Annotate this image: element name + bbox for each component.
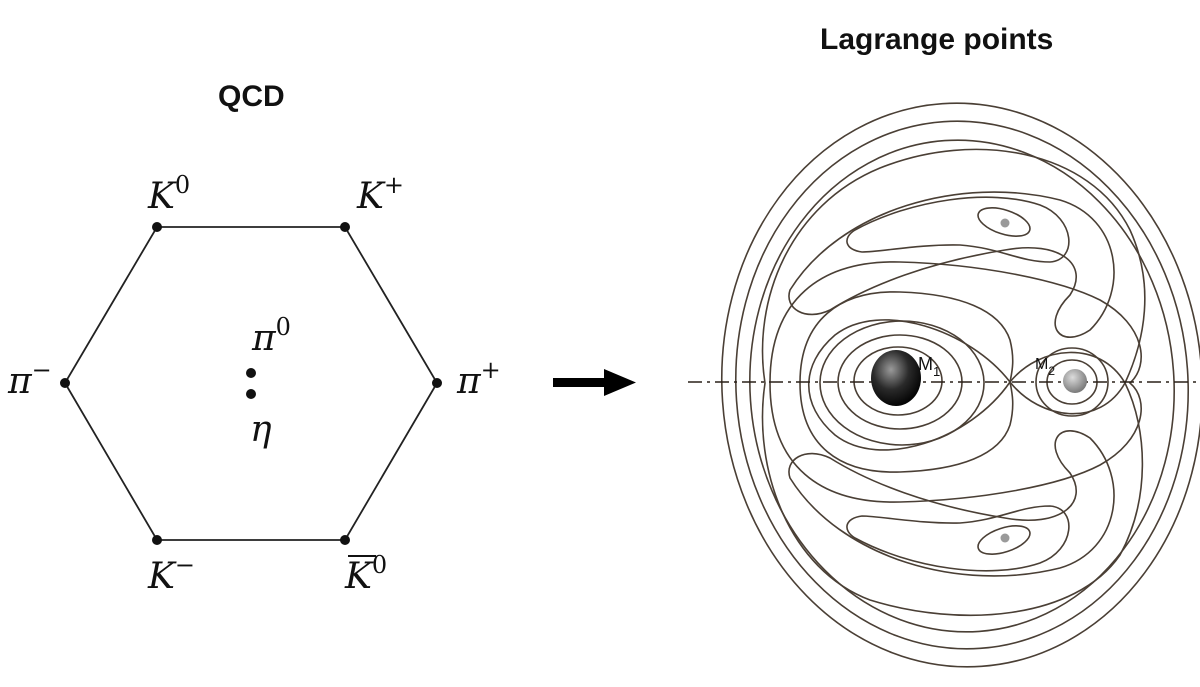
contour-through-l1-l2 (807, 319, 1126, 451)
contour-m1-ring-3 (853, 346, 943, 416)
contour-m2-ring-1 (1035, 347, 1109, 417)
lagrange-title: Lagrange points (820, 23, 1054, 56)
center-dot-pi0 (246, 368, 256, 378)
contour-mid-2 (799, 291, 1014, 473)
lagrange-contour-diagram (688, 102, 1200, 668)
vertex-dot-k0bar (340, 535, 350, 545)
label-eta: η (250, 409, 272, 450)
contour-outer-2 (734, 120, 1190, 650)
svg-text:K0: K0 (344, 551, 387, 597)
contour-upper-horseshoe-2 (846, 196, 1070, 263)
contour-lower-horseshoe-1 (788, 430, 1115, 577)
vertex-dot-piplus (432, 378, 442, 388)
contour-l5-loop (977, 525, 1031, 555)
vertex-dot-k0 (152, 222, 162, 232)
contour-l4-loop (977, 207, 1031, 237)
label-k0: K0 (147, 171, 190, 217)
label-piminus: π− (7, 356, 52, 402)
label-piplus: π+ (456, 356, 501, 402)
contour-mid-1 (769, 261, 1142, 503)
contour-upper-horseshoe-1 (788, 191, 1115, 338)
meson-octet-diagram: K0 K+ π− π+ K− K0 π0 (7, 171, 501, 597)
center-dot-eta (246, 389, 256, 399)
label-k0bar: K0 (344, 551, 387, 597)
l5-point (1000, 533, 1010, 543)
label-kplus: K+ (356, 171, 404, 217)
label-pi0: π0 (251, 313, 291, 359)
contour-outer-1 (720, 102, 1200, 668)
contour-outer-3 (749, 139, 1175, 633)
l4-point (1000, 218, 1010, 228)
label-m2: M2 (1035, 356, 1055, 378)
contour-m1-ring-1 (819, 320, 985, 446)
hexagon-outline (63, 226, 439, 541)
vertex-dot-kminus (152, 535, 162, 545)
mass-m1-body (871, 350, 921, 406)
label-kminus: K− (147, 551, 195, 597)
qcd-title: QCD (218, 80, 285, 113)
vertex-dot-piminus (60, 378, 70, 388)
label-m1: M1 (918, 354, 940, 379)
contour-lower-horseshoe-2 (846, 505, 1070, 572)
vertex-dot-kplus (340, 222, 350, 232)
mass-m2-body (1063, 369, 1087, 393)
right-arrow-icon (553, 369, 636, 396)
